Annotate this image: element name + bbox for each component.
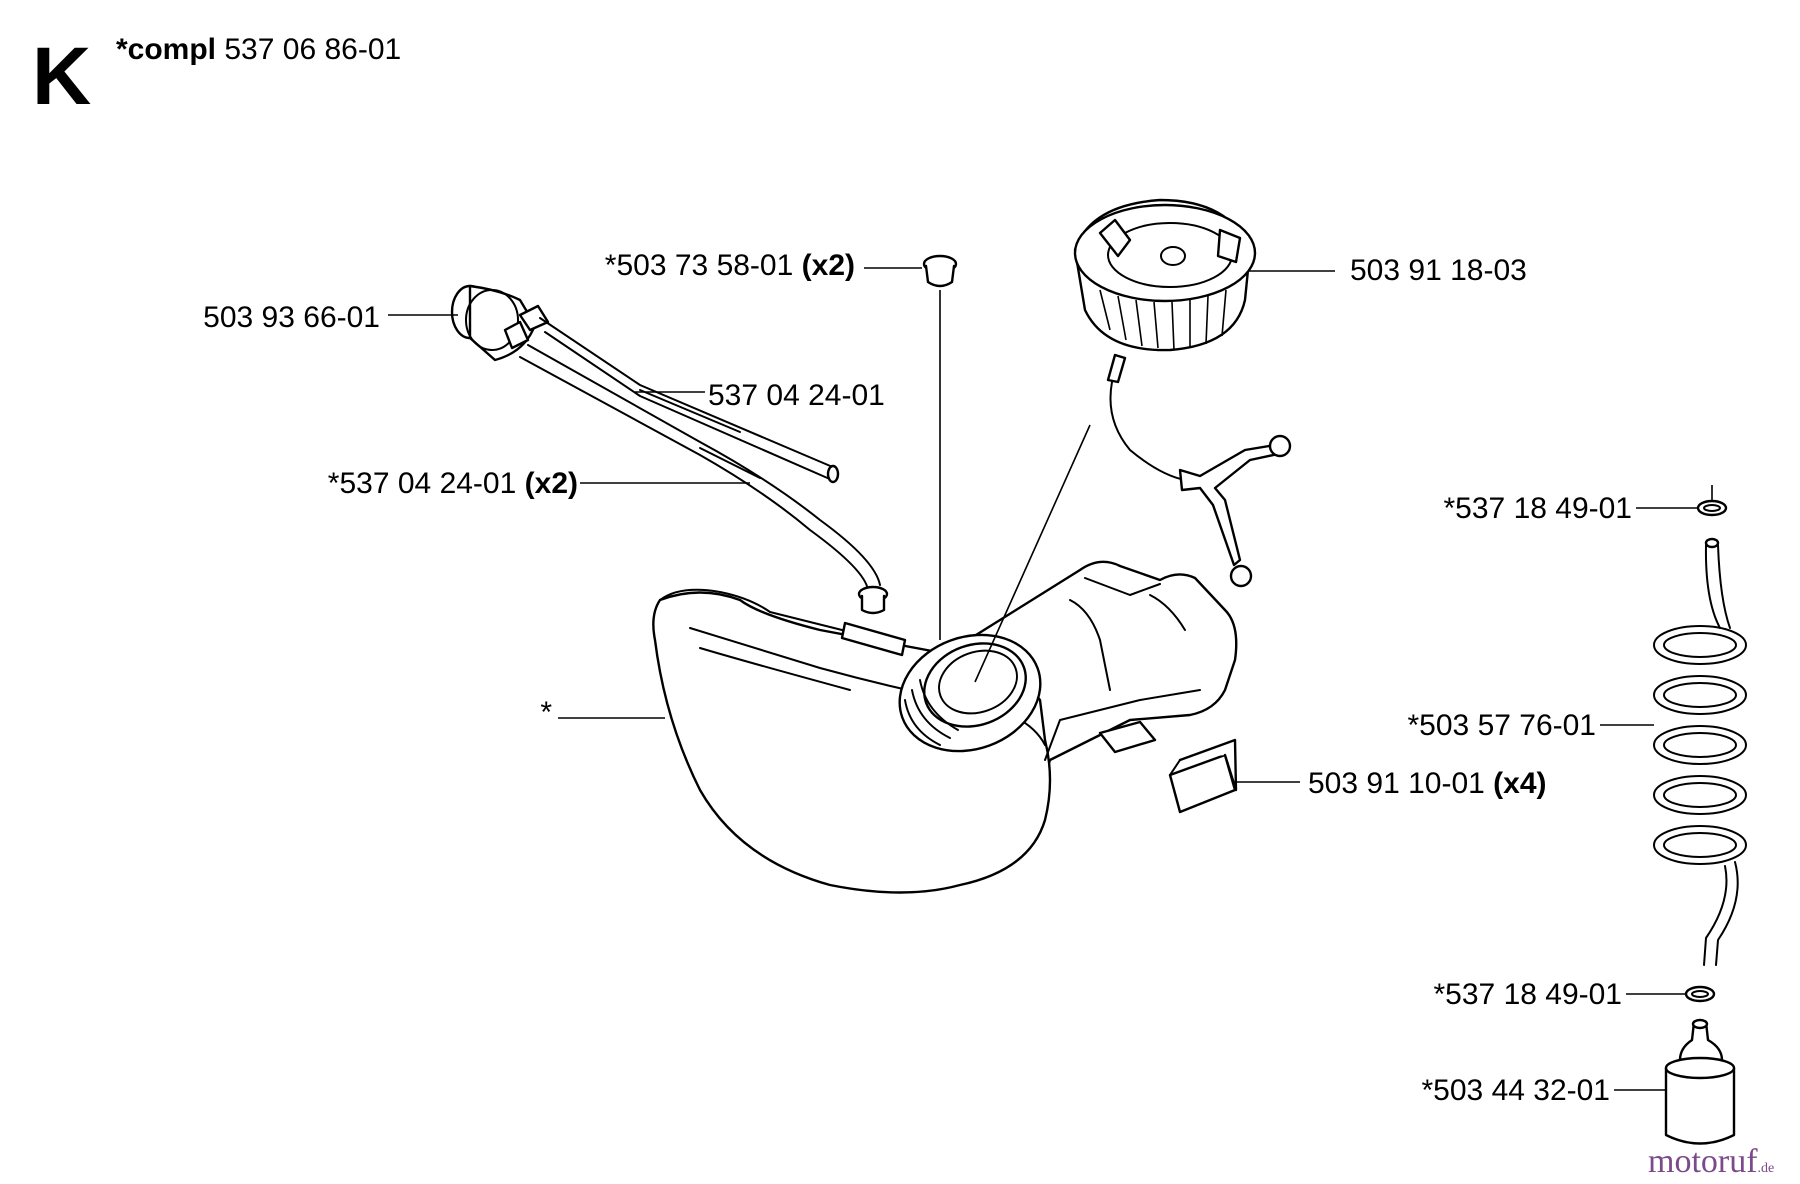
label-spiral-hose: *503 57 76-01 (1408, 709, 1597, 742)
part-labels: 503 93 66-01 *503 73 58-01 (x2) 503 91 1… (203, 249, 1632, 1107)
o-ring-top-drawing (1696, 485, 1728, 517)
label-fuel-hose-upper: 537 04 24-01 (708, 379, 885, 412)
watermark-logo: motoruf.de (1648, 1143, 1774, 1180)
leader-lines (388, 267, 1698, 1091)
rubber-mount-drawing (1168, 738, 1238, 814)
section-letter: K (32, 31, 91, 122)
fuel-filter-drawing (1664, 1018, 1736, 1145)
complete-assembly-label: *compl 537 06 86-01 (116, 33, 401, 66)
label-fuel-cap: 503 91 18-03 (1350, 254, 1527, 287)
label-fuel-filter: *503 44 32-01 (1422, 1074, 1611, 1107)
label-o-ring-bottom: *537 18 49-01 (1434, 978, 1623, 1011)
primer-bulb-drawing (450, 284, 550, 362)
tank-plug-drawing (922, 254, 958, 640)
grommet-drawing (857, 585, 889, 615)
spiral-hose-drawing (1653, 537, 1747, 966)
fuel-tank-drawing (652, 560, 1238, 894)
label-o-ring-top: *537 18 49-01 (1444, 492, 1633, 525)
fuel-cap-drawing (1073, 198, 1292, 588)
o-ring-bottom-drawing (1684, 985, 1716, 1003)
label-fuel-hose-lower: *537 04 24-01 (x2) (328, 467, 578, 500)
label-fuel-tank: * (540, 696, 552, 729)
fuel-hoses-drawing (519, 317, 881, 591)
label-rubber-mount: 503 91 10-01 (x4) (1308, 767, 1547, 800)
label-primer-bulb: 503 93 66-01 (203, 301, 380, 334)
label-tank-plug: *503 73 58-01 (x2) (605, 249, 855, 282)
